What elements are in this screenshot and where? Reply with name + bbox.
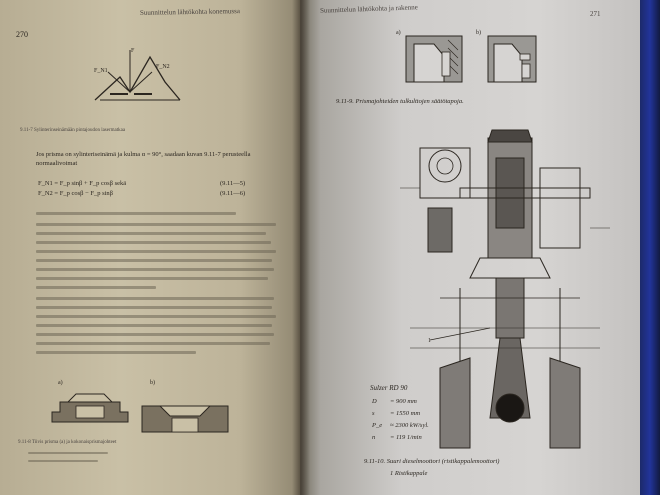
adjustment-detail-b [487, 35, 537, 83]
engine-cross-section [400, 129, 610, 449]
book-cover-edge [640, 0, 660, 495]
spec-key: P_e [372, 422, 383, 429]
label-FN2: F_N2 [156, 64, 170, 70]
left-page-number: 270 [16, 30, 28, 39]
spec-value: = 1550 mm [390, 410, 421, 417]
spec-key: s [372, 410, 375, 417]
book-spine-shadow [292, 0, 310, 495]
fig9-label-b: b) [476, 30, 481, 36]
equation-1: F_N1 = F_p sinβ + F_p cosβ sekä [38, 180, 127, 187]
fig9-label-a: a) [396, 30, 401, 36]
left-header: Suunnittelun lähtökohta konemussa [139, 7, 240, 17]
equation-2-number: (9.11—6) [220, 190, 246, 197]
prism-guide-b [141, 405, 229, 433]
fig10-caption: 9.11-10. Suuri dieselmoottori (ristikapp… [364, 458, 500, 465]
equation-2: F_N2 = F_p cosβ − F_p sinβ [38, 190, 113, 197]
spec-value: ≈ 2300 kW/syl. [390, 422, 429, 429]
label-F: F [131, 48, 135, 54]
left-figure-caption: 9.11-7 Sylinterinseinämään pintajoudon l… [20, 128, 126, 133]
fig10-subcaption: 1 Ristikappale [390, 470, 428, 477]
intro-text: Jos prisma on sylinteriseinämä ja kulma … [36, 151, 251, 167]
spec-key: n [372, 434, 376, 441]
equation-1-number: (9.11—5) [220, 180, 246, 187]
adjustment-detail-a [405, 35, 463, 83]
label-FN1: F_N1 [94, 68, 108, 74]
force-diagram: F F_N1 F_N2 [94, 48, 181, 101]
label-b: b) [150, 380, 155, 386]
right-page: Suunnittelun lähtökohta ja rakenne 271 a… [300, 0, 640, 495]
label-a: a) [58, 380, 63, 386]
spec-value: = 119 1/min [390, 434, 422, 441]
left-bottom-caption: 9.11-8 Tiivis prisma (a) ja kokonaispris… [18, 440, 117, 445]
prism-guide-a [51, 393, 129, 423]
right-header: Suunnittelun lähtökohta ja rakenne [319, 3, 418, 15]
fig9-caption: 9.11-9. Prismajohteiden tulkulttojen sää… [336, 98, 464, 105]
engine-title: Sulzer RD 90 [370, 384, 408, 392]
spec-key: D [372, 398, 377, 405]
pointer-label: 1 [428, 338, 431, 344]
right-page-number: 271 [590, 10, 601, 18]
left-page: Suunnittelun lähtökohta konemussa 270 F … [0, 0, 300, 495]
spec-value: = 900 mm [390, 398, 417, 405]
